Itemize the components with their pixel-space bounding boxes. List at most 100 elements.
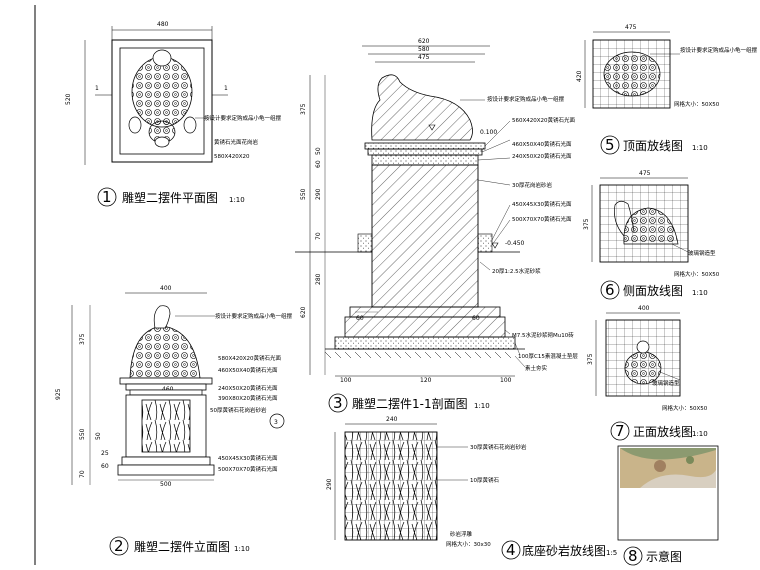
view4-base-layout: 240 290 30厚黄锈石花岗岩砂岩 10厚黄锈石 砂岩浮雕 网格大小：30x… bbox=[326, 416, 617, 560]
v2-v-0: 375 bbox=[79, 333, 86, 345]
v1-title: 雕塑二摆件平面图 bbox=[122, 190, 218, 205]
v2-note-2: 460X50X40黄锈石光面 bbox=[218, 366, 278, 374]
v5-dim-h: 420 bbox=[576, 70, 583, 82]
v2-dim-top: 400 bbox=[160, 285, 172, 292]
view5-top-layout: 475 420 按设计要求定购成品小龟一组摆 网格大小：50X50 5 顶面放线… bbox=[576, 24, 758, 155]
v3-note-6: 500X70X70黄锈石光面 bbox=[512, 215, 572, 223]
v2-callout: 3 bbox=[274, 419, 278, 426]
v5-scale: 1:10 bbox=[692, 144, 708, 152]
v1-dim-width: 480 bbox=[157, 21, 169, 28]
v2-number: 2 bbox=[114, 537, 124, 555]
v4-title: 底座砂岩放线图 bbox=[522, 543, 606, 558]
v2-v-6: 25 bbox=[101, 450, 109, 457]
v6-number: 6 bbox=[605, 281, 615, 299]
v3-note-1: 560X420X20黄锈石光面 bbox=[512, 116, 576, 124]
view2-elevation: 400 925 375 550 70 50 25 60 460 240 500 … bbox=[55, 285, 293, 556]
v2-note-7: 500X70X70黄锈石光面 bbox=[218, 465, 278, 473]
v3-top-1: 580 bbox=[418, 46, 430, 53]
v2-note-6: 450X45X30黄锈石光面 bbox=[218, 454, 278, 462]
v1-scale: 1:10 bbox=[229, 196, 245, 204]
v8-number: 8 bbox=[628, 547, 638, 565]
v5-title: 顶面放线图 bbox=[623, 138, 683, 153]
v2-note-5: 50厚黄锈石花岗岩砂岩 bbox=[210, 406, 267, 414]
v6-title: 侧面放线图 bbox=[623, 283, 683, 298]
v6-scale: 1:10 bbox=[692, 289, 708, 297]
v3-top-0: 620 bbox=[418, 38, 430, 45]
v3-left-0: 375 bbox=[300, 103, 307, 115]
v4-note-0: 30厚黄锈石花岗岩砂岩 bbox=[470, 443, 527, 451]
v2-dim-mid: 460 bbox=[162, 386, 174, 393]
v1-section-mark-left: 1 bbox=[95, 85, 99, 92]
v3-note-7: 20厚1:2.5水泥砂浆 bbox=[492, 267, 541, 275]
v2-v-2: 550 bbox=[79, 428, 86, 440]
v5-dim-w: 475 bbox=[625, 24, 637, 31]
v2-scale: 1:10 bbox=[234, 545, 250, 553]
v3-title: 雕塑二摆件1-1剖面图 bbox=[352, 396, 468, 411]
v2-dim-base: 500 bbox=[160, 481, 172, 488]
v3-note-3: 240X50X20黄锈石光面 bbox=[512, 152, 572, 160]
v4-scale: 1:5 bbox=[606, 549, 617, 557]
v1-note-0: 按设计要求定购成品小龟一组摆 bbox=[204, 114, 282, 122]
v3-note-8: M7.5水泥砂浆砌Mu10砖 bbox=[512, 331, 574, 339]
v7-scale: 1:10 bbox=[692, 430, 708, 438]
v5-note-1: 网格大小：50X50 bbox=[674, 100, 720, 108]
v5-note-0: 按设计要求定购成品小龟一组摆 bbox=[680, 46, 758, 54]
v2-v-1: 50 bbox=[95, 432, 102, 440]
v1-note-1: 黄锈石光面花岗岩 bbox=[214, 138, 259, 146]
v3-scale: 1:10 bbox=[474, 402, 490, 410]
v3-left-2: 50 bbox=[315, 147, 322, 155]
v3-left-4: 290 bbox=[315, 188, 322, 200]
v2-v-3: 70 bbox=[79, 470, 86, 478]
v6-dim-w: 475 bbox=[639, 170, 651, 177]
v2-note-1: 580X420X20黄锈石光面 bbox=[218, 354, 282, 362]
view3-section: 620 580 475 375 550 50 60 290 70 280 620… bbox=[295, 38, 578, 413]
v3-left-3: 60 bbox=[315, 160, 322, 168]
v4-note-2: 砂岩浮雕 bbox=[450, 530, 473, 538]
v7-note-1: 网格大小：50X50 bbox=[662, 404, 708, 412]
v7-dim-h: 375 bbox=[587, 353, 594, 365]
v4-note-3: 网格大小：30x30 bbox=[446, 540, 491, 548]
v2-dim-total: 925 bbox=[55, 388, 62, 400]
v3-note-4: 30厚花岗岩砂岩 bbox=[512, 181, 552, 189]
v2-v-7: 60 bbox=[101, 463, 109, 470]
v1-section-mark-right: 1 bbox=[224, 85, 228, 92]
v7-number: 7 bbox=[615, 422, 625, 440]
v7-dim-w: 400 bbox=[638, 305, 650, 312]
v4-note-1: 10厚黄锈石 bbox=[470, 476, 499, 484]
view1-plan: 480 520 1 1 按设计要求定购成品小龟一组摆 黄锈石光面花岗岩 580X… bbox=[65, 21, 282, 207]
v3-mid-0: 60 bbox=[356, 315, 364, 322]
v3-note-9: 100厚C15素混凝土垫层 bbox=[518, 352, 578, 360]
v3-note-5: 450X45X30黄锈石光面 bbox=[512, 200, 572, 208]
v7-title: 正面放线图 bbox=[633, 424, 693, 439]
v1-note-2: 580X420X20 bbox=[214, 154, 250, 160]
v6-dim-h: 375 bbox=[583, 218, 590, 230]
v3-number: 3 bbox=[333, 394, 343, 412]
v3-level-0: 0.100 bbox=[480, 129, 497, 136]
v4-number: 4 bbox=[506, 541, 516, 559]
v1-dim-height: 520 bbox=[65, 93, 72, 105]
v2-note-3: 240X50X20黄锈石光面 bbox=[218, 384, 278, 392]
v3-left-6: 280 bbox=[315, 273, 322, 285]
v5-number: 5 bbox=[605, 136, 615, 154]
v3-bot-2: 100 bbox=[500, 377, 512, 384]
v2-note-0: 按设计要求定购成品小龟一组摆 bbox=[215, 312, 293, 320]
v6-note-1: 网格大小：50X50 bbox=[674, 270, 720, 278]
v8-title: 示意图 bbox=[646, 549, 682, 564]
view6-side-layout: 475 375 玻璃钢造型 网格大小：50X50 6 侧面放线图 1:10 bbox=[583, 170, 720, 300]
v3-left-1: 550 bbox=[300, 188, 307, 200]
v3-note-10: 素土夯实 bbox=[525, 364, 548, 372]
v3-bot-0: 100 bbox=[340, 377, 352, 384]
v3-note-2: 460X50X40黄锈石光面 bbox=[512, 140, 572, 148]
v3-mid-1: 60 bbox=[472, 315, 480, 322]
v3-level-1: -0.450 bbox=[505, 240, 525, 247]
v4-dim-w: 240 bbox=[386, 416, 398, 423]
v3-left-7: 620 bbox=[300, 306, 307, 318]
v1-number: 1 bbox=[102, 188, 112, 206]
v3-bot-1: 120 bbox=[420, 377, 432, 384]
v7-note-0: 玻璃钢造型 bbox=[652, 379, 680, 387]
v2-note-4: 390X80X20黄锈石光面 bbox=[218, 394, 278, 402]
v6-note-0: 玻璃钢造型 bbox=[688, 249, 716, 257]
view7-front-layout: 400 375 玻璃钢造型 网格大小：50X50 7 正面放线图 1:10 bbox=[587, 305, 708, 441]
